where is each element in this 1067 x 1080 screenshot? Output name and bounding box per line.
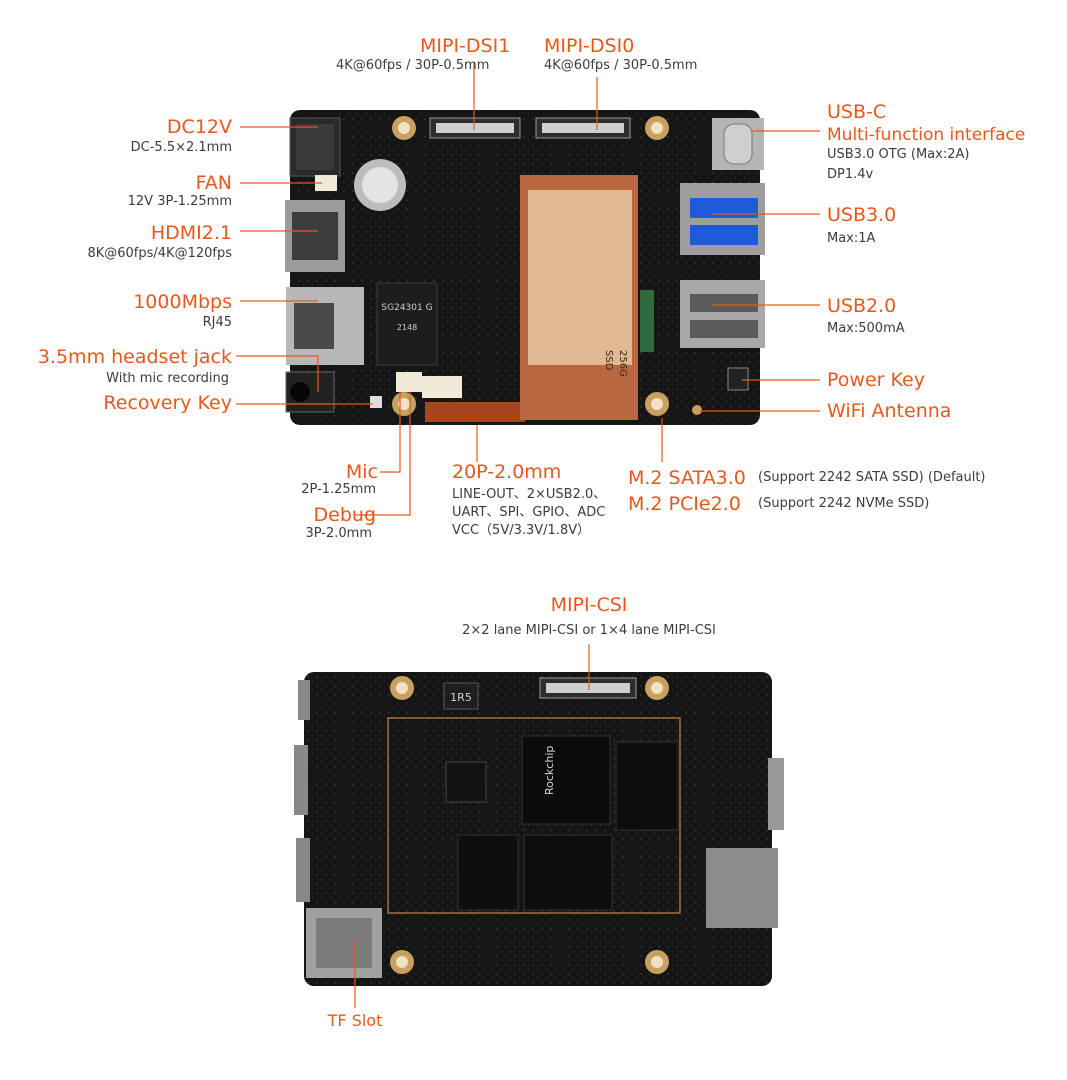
label-tf-slot-title: TF Slot xyxy=(327,1011,383,1030)
label-header20p-line2: UART、SPI、GPIO、ADC xyxy=(452,505,606,520)
inductor-label: 1R5 xyxy=(450,691,472,704)
label-debug-sub: 3P-2.0mm xyxy=(305,526,372,541)
label-mipi-dsi0-sub: 4K@60fps / 30P-0.5mm xyxy=(544,58,698,73)
label-fan-sub: 12V 3P-1.25mm xyxy=(127,194,232,209)
label-ethernet-sub: RJ45 xyxy=(202,315,232,330)
wifi-antenna-connector xyxy=(692,405,702,415)
label-usbc-sub: USB3.0 OTG (Max:2A) xyxy=(827,147,970,162)
label-m2-pcie-note: (Support 2242 NVMe SSD) xyxy=(758,496,930,511)
label-headset-sub: With mic recording xyxy=(106,371,229,386)
label-mipi-csi-title: MIPI-CSI xyxy=(550,594,628,616)
soc-brand: Rockchip xyxy=(543,746,556,795)
bottom-board: 1R5 Rockchip xyxy=(294,672,784,986)
leader-lines xyxy=(236,62,820,1008)
fan-connector xyxy=(315,175,337,191)
inductor xyxy=(443,682,479,710)
label-usb2-sub: Max:500mA xyxy=(827,321,905,336)
label-recovery-title: Recovery Key xyxy=(103,392,232,414)
label-usb2-title: USB2.0 xyxy=(827,295,897,317)
label-mipi-dsi1-sub: 4K@60fps / 30P-0.5mm xyxy=(336,58,490,73)
label-power-title: Power Key xyxy=(827,369,925,391)
top-board: SG24301 G 2148 256G SSD xyxy=(285,110,765,425)
ram-chip xyxy=(523,834,613,911)
label-header20p-line1: LINE-OUT、2×USB2.0、 xyxy=(452,487,607,502)
label-mipi-dsi0-title: MIPI-DSI0 xyxy=(544,35,635,57)
label-m2-pcie-title: M.2 PCIe2.0 xyxy=(628,493,741,515)
label-debug-title: Debug xyxy=(313,504,376,526)
gpio-header-20p xyxy=(425,402,525,422)
label-dc12v-sub: DC-5.5×2.1mm xyxy=(130,140,232,155)
chip-code: 2148 xyxy=(397,323,417,332)
label-usbc-title: USB-C xyxy=(827,101,887,123)
label-usb3-title: USB3.0 xyxy=(827,204,897,226)
soc-chip xyxy=(521,735,611,825)
label-wifi-title: WiFi Antenna xyxy=(827,400,952,422)
label-usb3-sub: Max:1A xyxy=(827,231,876,246)
pmic-chip xyxy=(445,761,487,803)
label-mic-title: Mic xyxy=(345,461,378,483)
label-m2-sata-title: M.2 SATA3.0 xyxy=(628,467,746,489)
mic-connector xyxy=(396,372,422,392)
label-usbc-sub2: DP1.4v xyxy=(827,167,874,182)
core-module xyxy=(387,717,681,914)
rj45-bottom xyxy=(706,848,778,928)
ssd-capacity: 256G xyxy=(617,350,628,377)
label-header20p-line3: VCC（5V/3.3V/1.8V） xyxy=(452,523,591,538)
label-m2-sata-note: (Support 2242 SATA SSD) (Default) xyxy=(758,470,986,485)
ram-chip xyxy=(457,834,519,911)
lan-transformer xyxy=(376,282,438,366)
label-fan-title: FAN xyxy=(195,172,232,194)
debug-connector xyxy=(422,376,462,398)
label-mipi-dsi1-title: MIPI-DSI1 xyxy=(420,35,511,57)
label-headset-title: 3.5mm headset jack xyxy=(37,346,232,368)
label-ethernet-title: 1000Mbps xyxy=(133,291,232,313)
wifi-module xyxy=(640,290,654,352)
label-mipi-csi-sub: 2×2 lane MIPI-CSI or 1×4 lane MIPI-CSI xyxy=(462,623,716,638)
ram-chip xyxy=(615,741,679,831)
chip-label: SG24301 G xyxy=(381,303,432,313)
label-hdmi-title: HDMI2.1 xyxy=(150,222,232,244)
label-hdmi-sub: 8K@60fps/4K@120fps xyxy=(87,246,232,261)
ssd-type: SSD xyxy=(603,350,614,371)
label-usbc-title2: Multi-function interface xyxy=(827,125,1026,145)
power-key xyxy=(727,367,749,391)
recovery-key xyxy=(370,396,382,408)
label-header20p-title: 20P-2.0mm xyxy=(452,461,562,483)
label-dc12v-title: DC12V xyxy=(166,116,232,138)
label-mic-sub: 2P-1.25mm xyxy=(301,482,376,497)
